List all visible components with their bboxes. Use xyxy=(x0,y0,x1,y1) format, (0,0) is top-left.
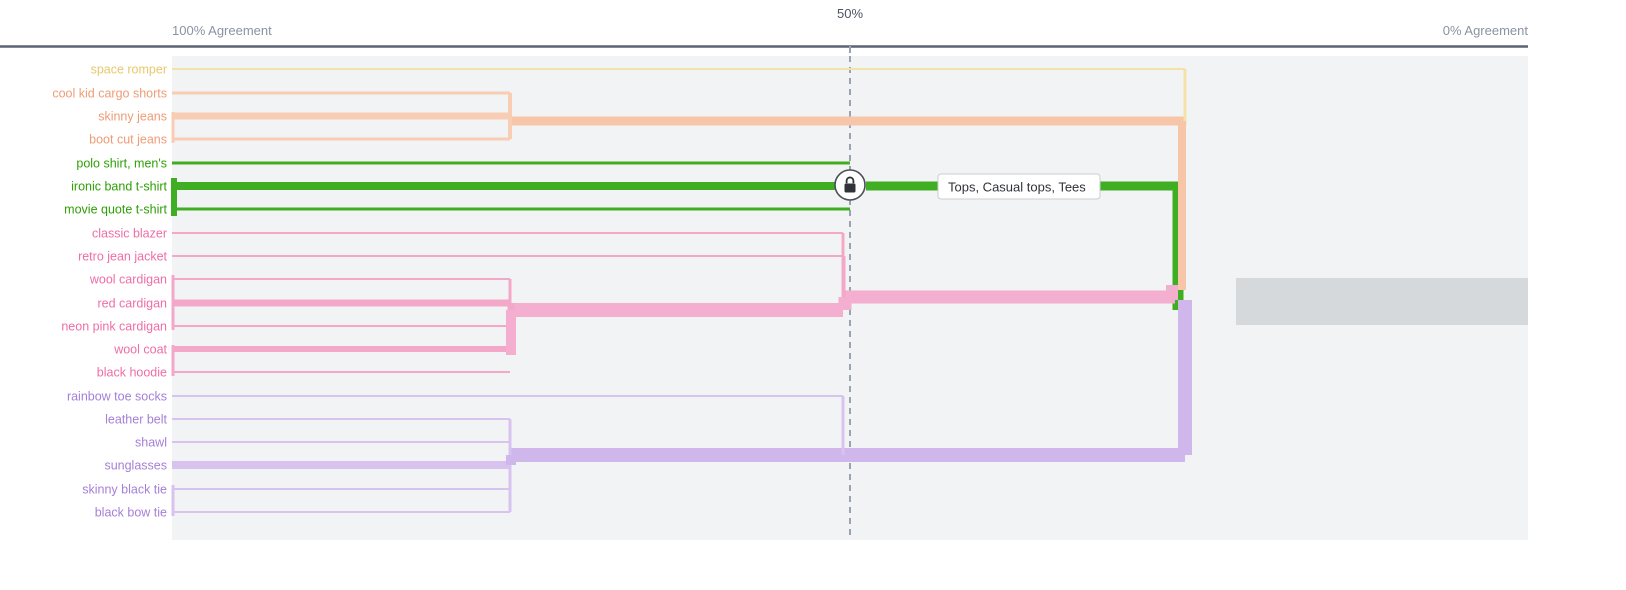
leaf-label[interactable]: cool kid cargo shorts xyxy=(52,87,167,101)
leaf-label[interactable]: red cardigan xyxy=(98,297,168,311)
leaf-label[interactable]: skinny black tie xyxy=(82,483,167,497)
leaf-label[interactable]: wool cardigan xyxy=(89,273,167,287)
leaf-label[interactable]: skinny jeans xyxy=(98,110,167,124)
leaf-label[interactable]: sunglasses xyxy=(104,459,167,473)
axis-label-left: 100% Agreement xyxy=(172,23,272,38)
leaf-label[interactable]: boot cut jeans xyxy=(89,133,167,147)
leaf-label[interactable]: shawl xyxy=(135,436,167,450)
leaf-label[interactable]: movie quote t-shirt xyxy=(64,203,167,217)
leaf-label[interactable]: space romper xyxy=(91,63,167,77)
leaf-labels: space romper cool kid cargo shorts skinny … xyxy=(52,63,167,520)
tooltip-label: Tops, Casual tops, Tees xyxy=(948,180,1086,195)
leaf-label[interactable]: ironic band t-shirt xyxy=(71,180,167,194)
axis-label-right: 0% Agreement xyxy=(1443,23,1529,38)
tooltip-box xyxy=(937,173,1101,200)
leaf-label[interactable]: leather belt xyxy=(105,413,167,427)
leaf-label[interactable]: rainbow toe socks xyxy=(67,390,167,404)
leaf-label[interactable]: black bow tie xyxy=(95,506,167,520)
lock-icon[interactable] xyxy=(834,169,866,201)
leaf-label[interactable]: wool coat xyxy=(113,343,167,357)
leaf-label[interactable]: black hoodie xyxy=(97,366,167,380)
dendrogram-links xyxy=(171,68,1192,516)
row-highlight-band xyxy=(1236,278,1528,325)
leaf-label[interactable]: neon pink cardigan xyxy=(61,320,167,334)
cluster-tooltip[interactable]: Tops, Casual tops, Tees xyxy=(937,173,1101,200)
axis-label-mid: 50% xyxy=(837,6,863,21)
leaf-label[interactable]: retro jean jacket xyxy=(78,250,167,264)
leaf-label[interactable]: classic blazer xyxy=(92,227,167,241)
leaf-label[interactable]: polo shirt, men's xyxy=(76,157,167,171)
lock-icon-glyph xyxy=(844,176,856,193)
